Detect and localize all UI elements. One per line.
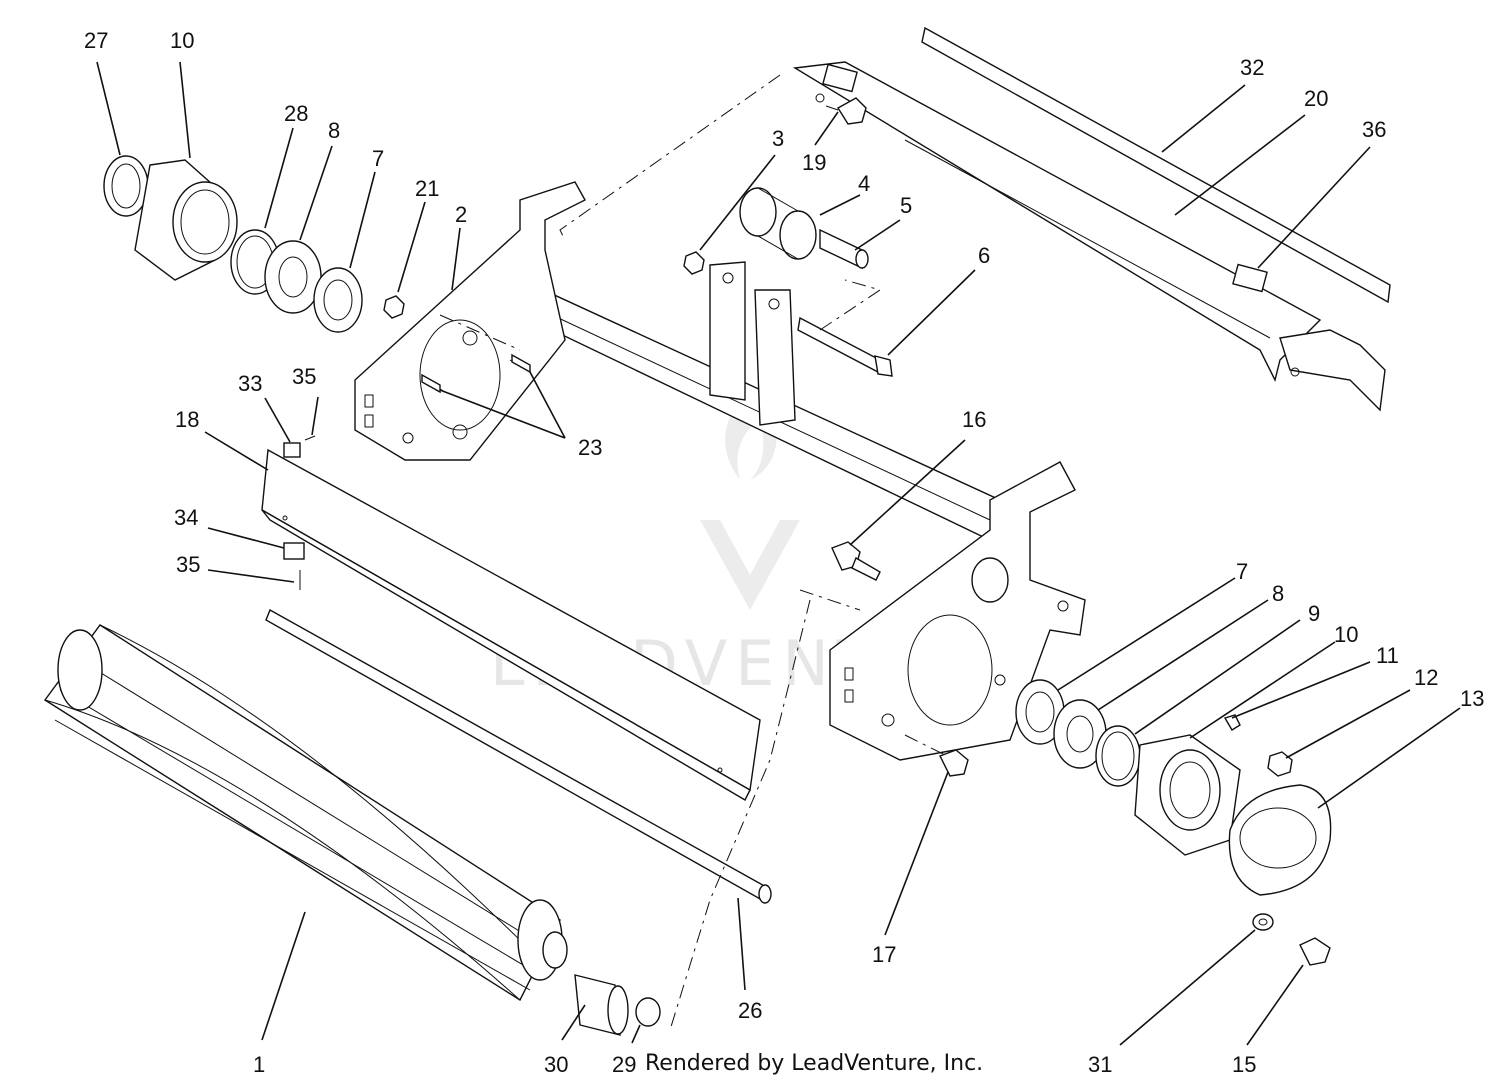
nut-12 (1267, 751, 1293, 777)
frame-tube (491, 268, 1001, 547)
nut-21 (383, 295, 405, 319)
callout-35-lower: 35 (176, 552, 200, 577)
seal-7-left (313, 267, 363, 333)
nut-3 (683, 251, 705, 275)
washer-31 (1252, 913, 1274, 931)
callout-33: 33 (238, 371, 262, 396)
callout-8-right: 8 (1272, 581, 1284, 606)
clip-34 (283, 542, 305, 560)
callout-15: 15 (1232, 1052, 1256, 1077)
callout-16: 16 (962, 407, 986, 432)
centre-lines (439, 74, 946, 1031)
bolt-16 (831, 541, 881, 581)
bolt-19 (825, 97, 867, 125)
side-plate-2 (354, 181, 586, 461)
bed-bar-20 (792, 61, 1386, 412)
leader-lines (96, 61, 1461, 1046)
callout-26: 26 (738, 998, 762, 1023)
callout-2: 2 (455, 202, 467, 227)
callout-10-right: 10 (1334, 622, 1358, 647)
bolt-6 (797, 316, 893, 377)
callout-4: 4 (858, 171, 870, 196)
bearing-housing-10-right (1134, 734, 1241, 856)
bolt-15 (1299, 937, 1331, 966)
fitting-11 (1223, 714, 1241, 731)
pins-23 (421, 353, 531, 394)
callout-32: 32 (1240, 55, 1264, 80)
callout-1: 1 (253, 1052, 265, 1077)
callout-17: 17 (872, 942, 896, 967)
callout-7: 7 (372, 146, 384, 171)
callout-19: 19 (802, 150, 826, 175)
bearing-8-left (264, 240, 322, 314)
callout-8: 8 (328, 118, 340, 143)
callout-7-right: 7 (1236, 559, 1248, 584)
callout-18: 18 (175, 407, 199, 432)
screw-35a (304, 435, 316, 441)
callout-29: 29 (612, 1052, 636, 1077)
seal-27 (103, 155, 149, 217)
shield-18 (261, 448, 761, 801)
bracket-plates (709, 261, 796, 426)
clip-33 (283, 442, 301, 458)
callout-12: 12 (1414, 665, 1438, 690)
cap-13 (1228, 784, 1332, 896)
callout-13: 13 (1460, 686, 1484, 711)
callout-10: 10 (170, 28, 194, 53)
side-plate-right (829, 461, 1086, 761)
callout-5: 5 (900, 193, 912, 218)
callout-20: 20 (1304, 86, 1328, 111)
ring-29 (635, 997, 661, 1027)
callout-9: 9 (1308, 601, 1320, 626)
callout-36: 36 (1362, 117, 1386, 142)
bedknife-bar-32 (921, 26, 1391, 304)
callout-11: 11 (1376, 643, 1399, 668)
ring-9 (1095, 725, 1141, 787)
callout-28: 28 (284, 101, 308, 126)
bearing-housing-10-left (134, 159, 238, 281)
callout-31: 31 (1088, 1052, 1112, 1077)
callout-3: 3 (772, 126, 784, 151)
spacer-5 (819, 228, 869, 270)
callout-21: 21 (415, 176, 439, 201)
sleeve-30 (574, 974, 629, 1036)
callout-34: 34 (174, 505, 198, 530)
callout-35: 35 (292, 364, 316, 389)
reel-1 (43, 624, 568, 1002)
callout-30: 30 (544, 1052, 568, 1077)
footer-credit: Rendered by LeadVenture, Inc. (645, 1051, 983, 1076)
bolt-17 (939, 749, 969, 777)
rod-26 (265, 609, 772, 904)
callout-27: 27 (84, 28, 108, 53)
roller-4 (739, 187, 817, 260)
callout-6: 6 (978, 243, 990, 268)
callouts: 27 10 28 8 7 21 2 3 19 4 5 6 32 20 36 33… (84, 28, 1484, 1077)
callout-23: 23 (578, 435, 602, 460)
